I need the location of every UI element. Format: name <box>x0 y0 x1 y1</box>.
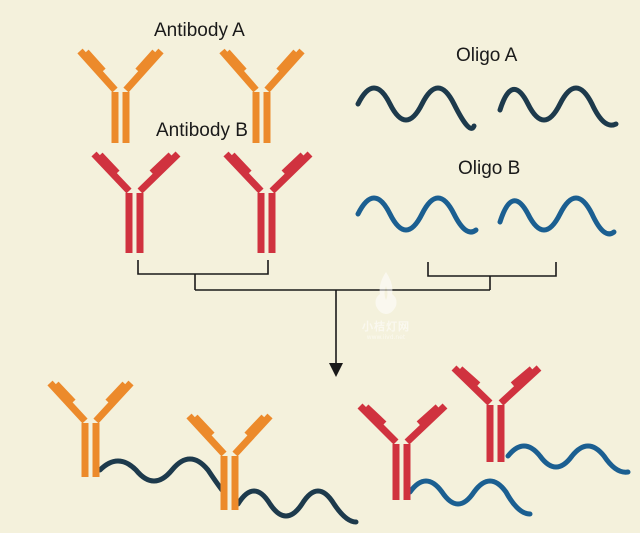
lamp-logo-icon <box>375 272 397 314</box>
watermark-text: 小桔灯网 <box>362 320 410 333</box>
oligo-b-2 <box>497 195 617 237</box>
conjugate-oligo-a-1 <box>97 456 225 493</box>
conjugate-oligo-b-2 <box>505 443 631 475</box>
antibody-b-2 <box>223 151 313 253</box>
oligo-a-label: Oligo A <box>456 45 518 66</box>
antibody-b-1 <box>91 151 181 253</box>
arrow-head <box>329 363 343 377</box>
conjugate-antibody-b-1 <box>357 403 448 500</box>
oligo-b-label: Oligo B <box>458 158 521 179</box>
conjugate-oligo-b-1 <box>407 478 533 517</box>
connector-lines <box>137 260 557 364</box>
oligo-a-1 <box>355 85 477 131</box>
conjugate-antibody-a-2 <box>186 413 273 510</box>
oligo-a-2 <box>497 85 619 128</box>
antibody-b-label: Antibody B <box>156 120 248 141</box>
antibody-a-label: Antibody A <box>154 20 245 41</box>
oligo-b-1 <box>355 195 479 235</box>
antibody-a-2 <box>219 48 305 143</box>
conjugate-antibody-a-1 <box>47 380 134 477</box>
antibody-a-1 <box>77 48 164 143</box>
conjugate-oligo-a-2 <box>235 488 359 525</box>
watermark-subtext: www.iivd.net <box>366 334 406 341</box>
conjugate-antibody-b-2 <box>451 365 542 462</box>
watermark: 小桔灯网 www.iivd.net <box>356 268 416 348</box>
